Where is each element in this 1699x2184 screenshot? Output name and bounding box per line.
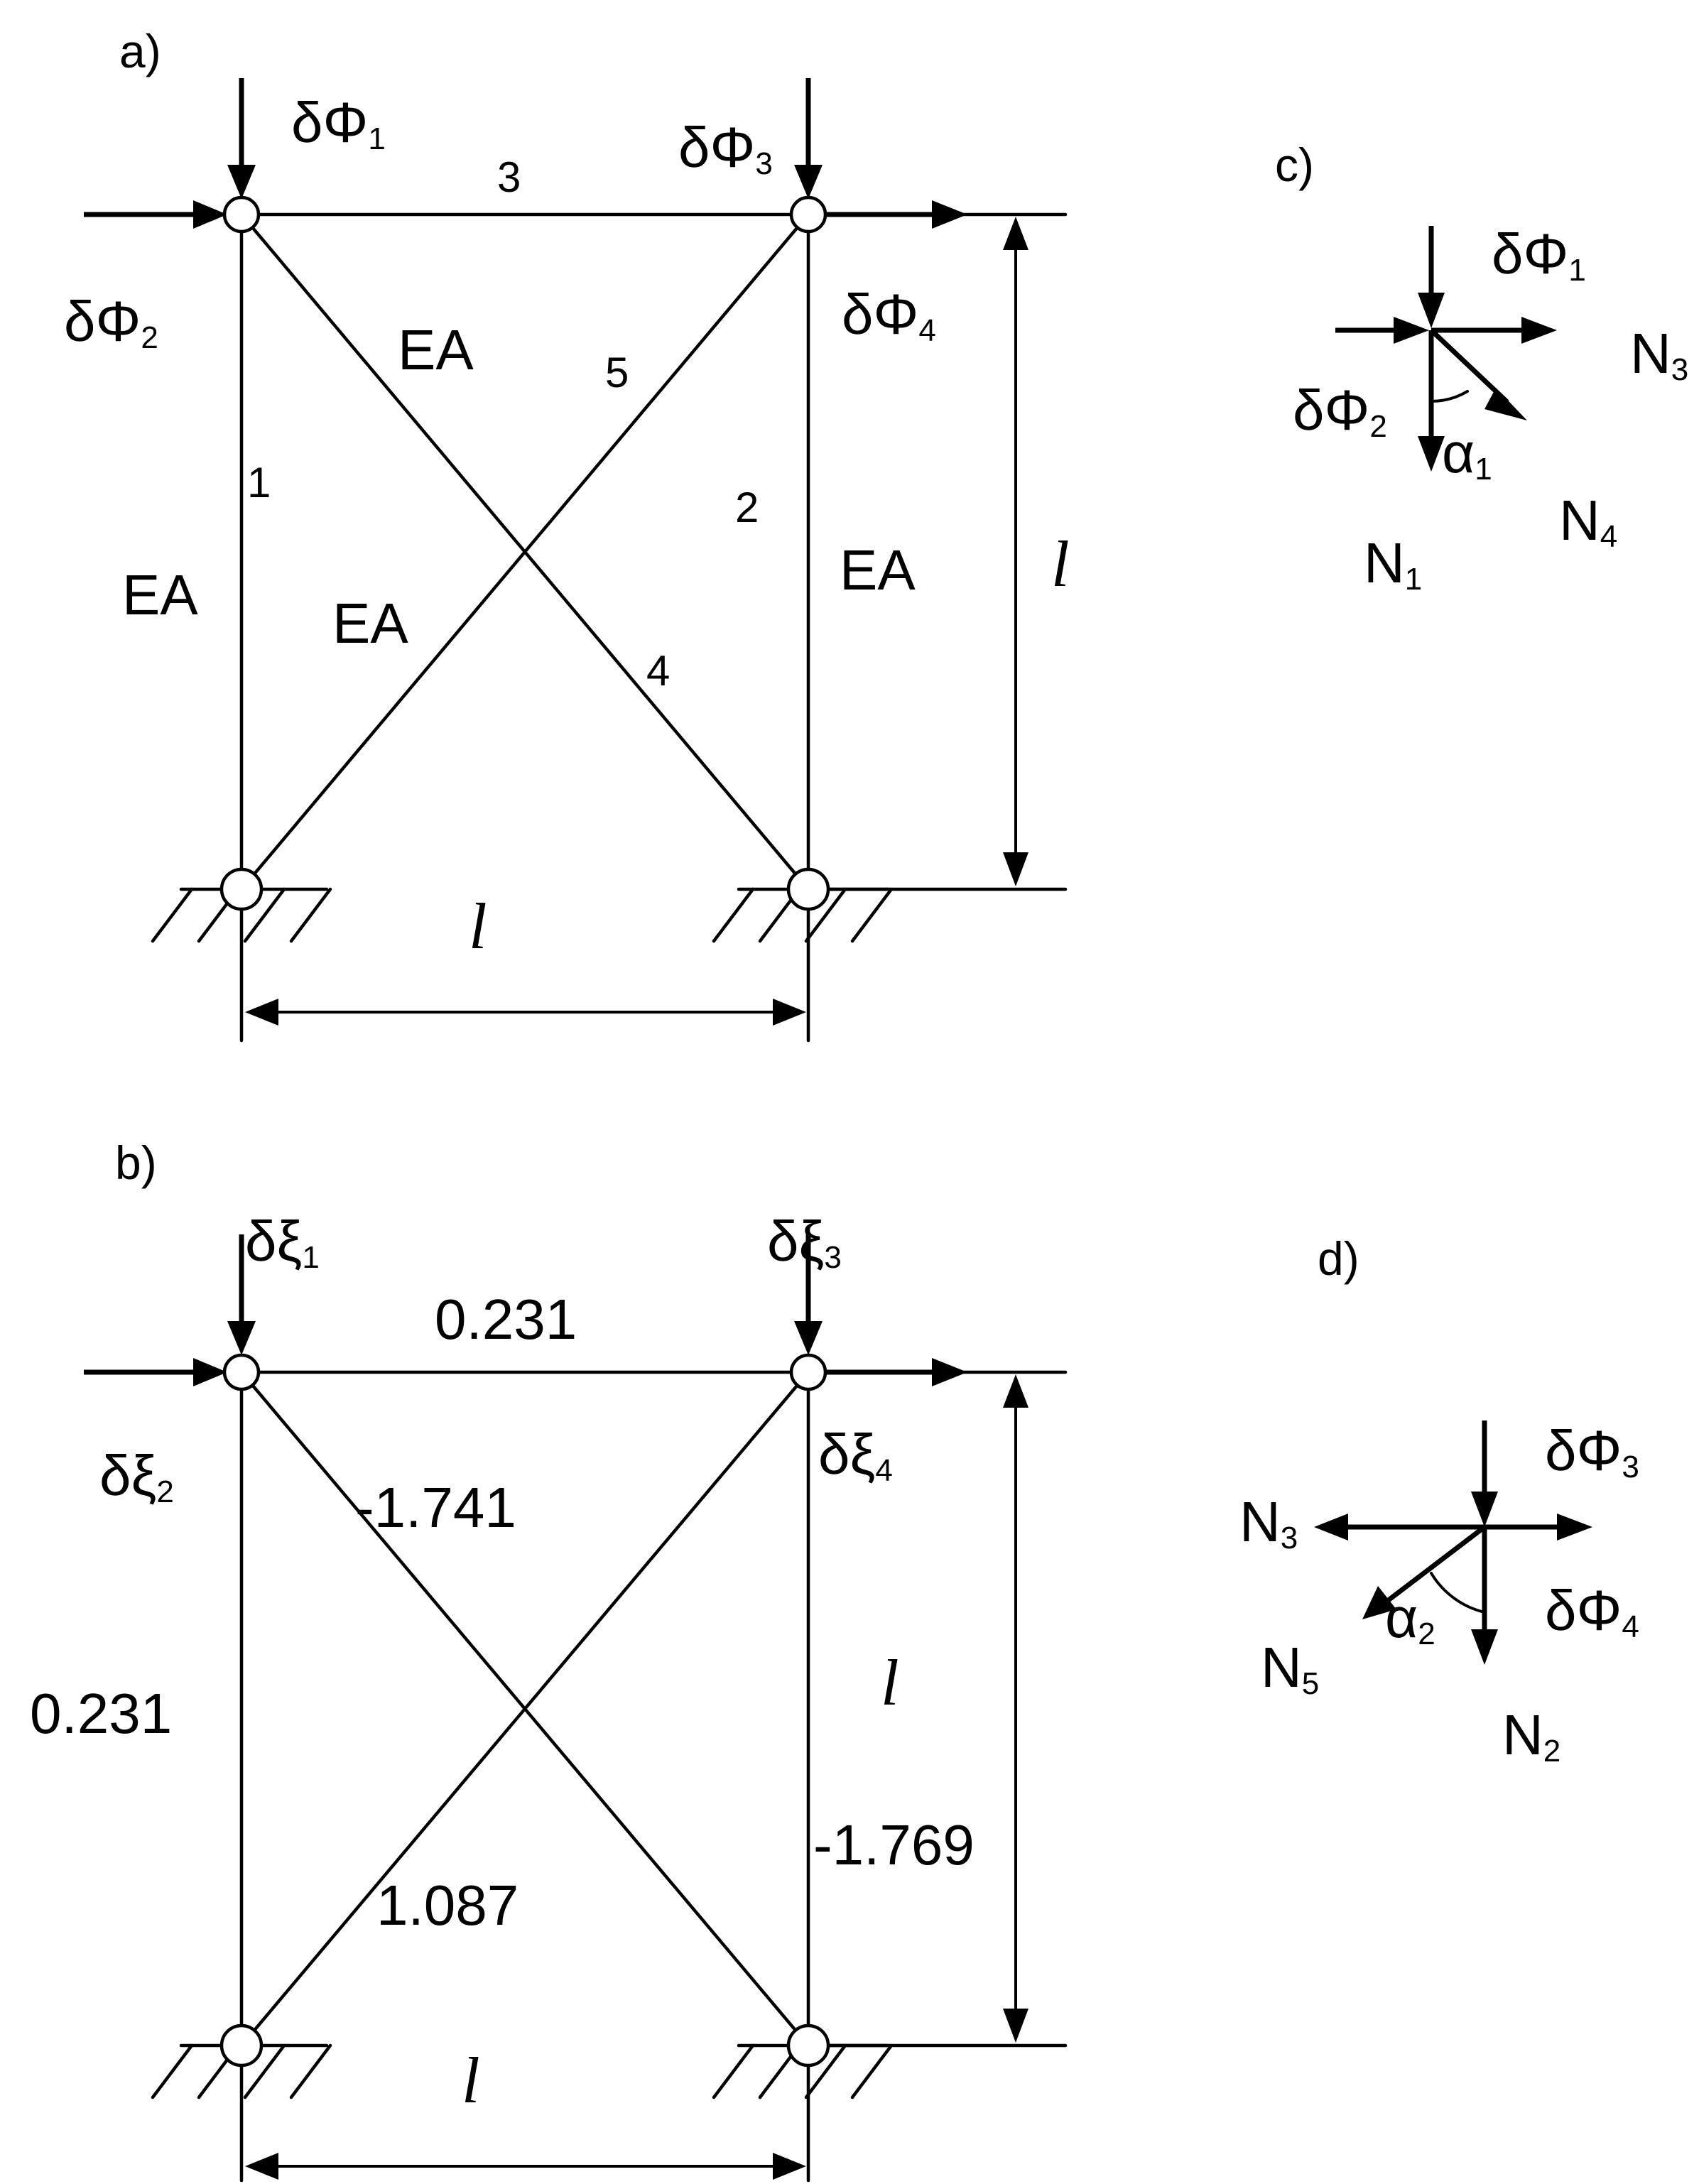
panel-b: b) [30,1136,1068,2183]
d-angle-arc [1430,1572,1486,1614]
d-n5-label: N5 [1261,1636,1319,1701]
c-n1-label: N1 [1364,531,1422,597]
hinge-bottom-right [786,867,830,911]
panel-a-label: a) [119,25,161,77]
support-left [151,887,332,943]
stiffness-label-right: EA [840,538,916,602]
disp-1-label: δξ1 [245,1210,320,1275]
force-3-label: δΦ3 [678,116,773,181]
panel-a: a) [64,25,1070,1043]
stiffness-label-left: EA [122,563,198,626]
c-n4-arrow [1429,328,1509,404]
bar-3-label: 3 [497,153,521,201]
bar-2-label: 2 [735,484,759,531]
panel-d: d) δΦ3 δΦ4 N3 N5 N2 α2 [1239,1232,1639,1769]
panel-c-label: c) [1275,138,1314,191]
panel-b-label: b) [115,1136,157,1189]
d-n5-arrow [1384,1525,1487,1604]
d-angle-label: α2 [1385,1586,1435,1651]
force-1-label: δΦ1 [291,91,386,156]
hinge-bottom-left [219,867,264,911]
c-n4-label: N4 [1559,489,1617,554]
force-2-label: δΦ2 [64,290,158,355]
hinge-top-left-b [222,1353,261,1391]
d-force-4-label: δΦ4 [1545,1579,1639,1644]
bar-4-label: 4 [646,647,670,695]
c-force-1-label: δΦ1 [1492,222,1586,288]
bar-5 [239,212,810,891]
force-value-bar-4: -1.741 [355,1476,516,1539]
disp-3-label: δξ3 [767,1210,842,1275]
disp-4-label: δξ4 [818,1423,893,1488]
disp-2-label: δξ2 [99,1444,174,1509]
d-force-3-label: δΦ3 [1545,1419,1639,1484]
length-vertical-a: l [1051,528,1070,600]
c-force-2-label: δΦ2 [1293,379,1387,444]
bar-5-b [239,1370,810,2048]
bar-1-label: 1 [247,459,271,506]
hinge-top-left [222,195,261,234]
d-n3-label: N3 [1239,1490,1298,1555]
panel-d-label: d) [1318,1232,1359,1285]
stiffness-label-diag-top: EA [398,318,474,381]
c-angle-label: α1 [1442,421,1492,487]
panel-c: c) δΦ1 δΦ2 N3 N1 N4 α1 [1275,138,1688,597]
length-vertical-b: l [881,1646,899,1719]
bar-5-label: 5 [605,349,629,396]
length-horizontal-a: l [469,890,487,962]
hinge-top-right [789,195,827,234]
length-horizontal-b: l [462,2044,480,2117]
hinge-top-right-b [789,1353,827,1391]
force-value-bar-2: -1.769 [813,1813,975,1876]
hinge-bottom-right-b [786,2023,830,2068]
d-n2-label: N2 [1502,1703,1560,1769]
c-n3-label: N3 [1630,322,1688,387]
force-value-bar-3: 0.231 [435,1288,577,1351]
stiffness-label-diag-bottom: EA [332,592,408,655]
c-angle-arc [1430,390,1469,403]
hinge-bottom-left-b [219,2023,264,2068]
force-value-bar-1: 0.231 [30,1682,172,1745]
force-4-label: δΦ4 [842,283,936,348]
force-value-bar-5: 1.087 [376,1874,519,1937]
